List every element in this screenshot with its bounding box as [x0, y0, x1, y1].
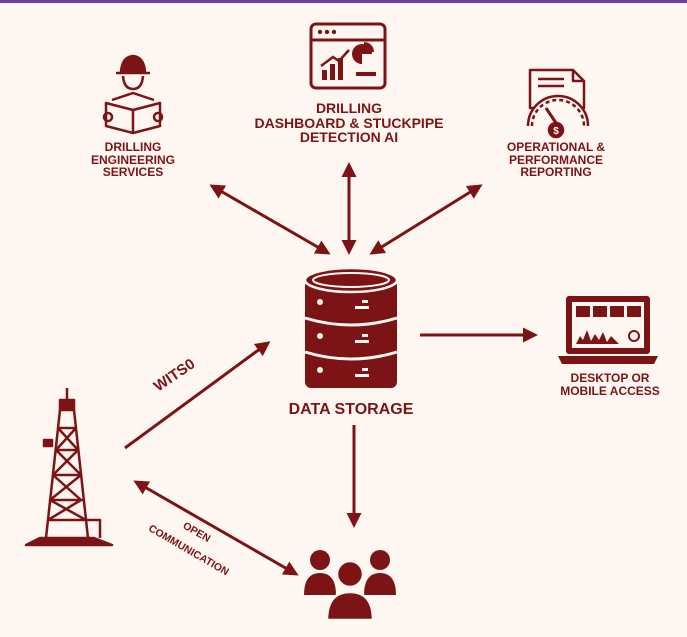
arrow-rig-team — [133, 480, 299, 576]
witso-label: WITS0 — [151, 355, 199, 395]
database-icon — [303, 266, 399, 388]
engineering-label-line2: ENGINEERING — [90, 152, 175, 167]
engineering-label-line3: SERVICES — [102, 165, 164, 180]
dashboard-label: DRILLING DASHBOARD & STUCKPIPE DETECTION… — [222, 101, 476, 145]
arrow-engineering-storage — [209, 184, 331, 255]
dashboard-label-line2: DASHBOARD & STUCKPIPE — [254, 114, 444, 131]
engineering-label: DRILLING ENGINEERING SERVICES — [70, 141, 196, 179]
dashboard-label-line1: DRILLING — [315, 100, 383, 116]
svg-text:$: $ — [553, 126, 559, 137]
reporting-label: OPERATIONAL & PERFORMANCE REPORTING — [488, 141, 624, 179]
dashboard-chart-icon — [309, 22, 387, 90]
desktop-label: DESKTOP OR MOBILE ACCESS — [545, 372, 675, 397]
report-gauge-icon: $ — [526, 68, 590, 139]
dashboard-label-line3: DETECTION AI — [299, 129, 399, 146]
top-accent-bar — [0, 0, 687, 3]
arrow-reporting-storage — [369, 184, 483, 255]
storage-label: DATA STORAGE — [266, 401, 436, 419]
team-icon — [304, 550, 396, 622]
reporting-label-line1: OPERATIONAL & — [506, 140, 606, 154]
drilling-rig-icon — [24, 388, 114, 547]
reporting-label-line2: PERFORMANCE — [508, 152, 603, 167]
laptop-icon — [558, 296, 658, 364]
engineer-icon — [102, 54, 164, 135]
desktop-label-line2: MOBILE ACCESS — [560, 383, 660, 398]
desktop-label-line1: DESKTOP OR — [570, 371, 650, 385]
storage-label-text: DATA STORAGE — [288, 401, 414, 418]
arrow-rig-storage — [124, 341, 271, 450]
engineering-label-line1: DRILLING — [104, 140, 162, 154]
reporting-label-line3: REPORTING — [520, 165, 592, 180]
